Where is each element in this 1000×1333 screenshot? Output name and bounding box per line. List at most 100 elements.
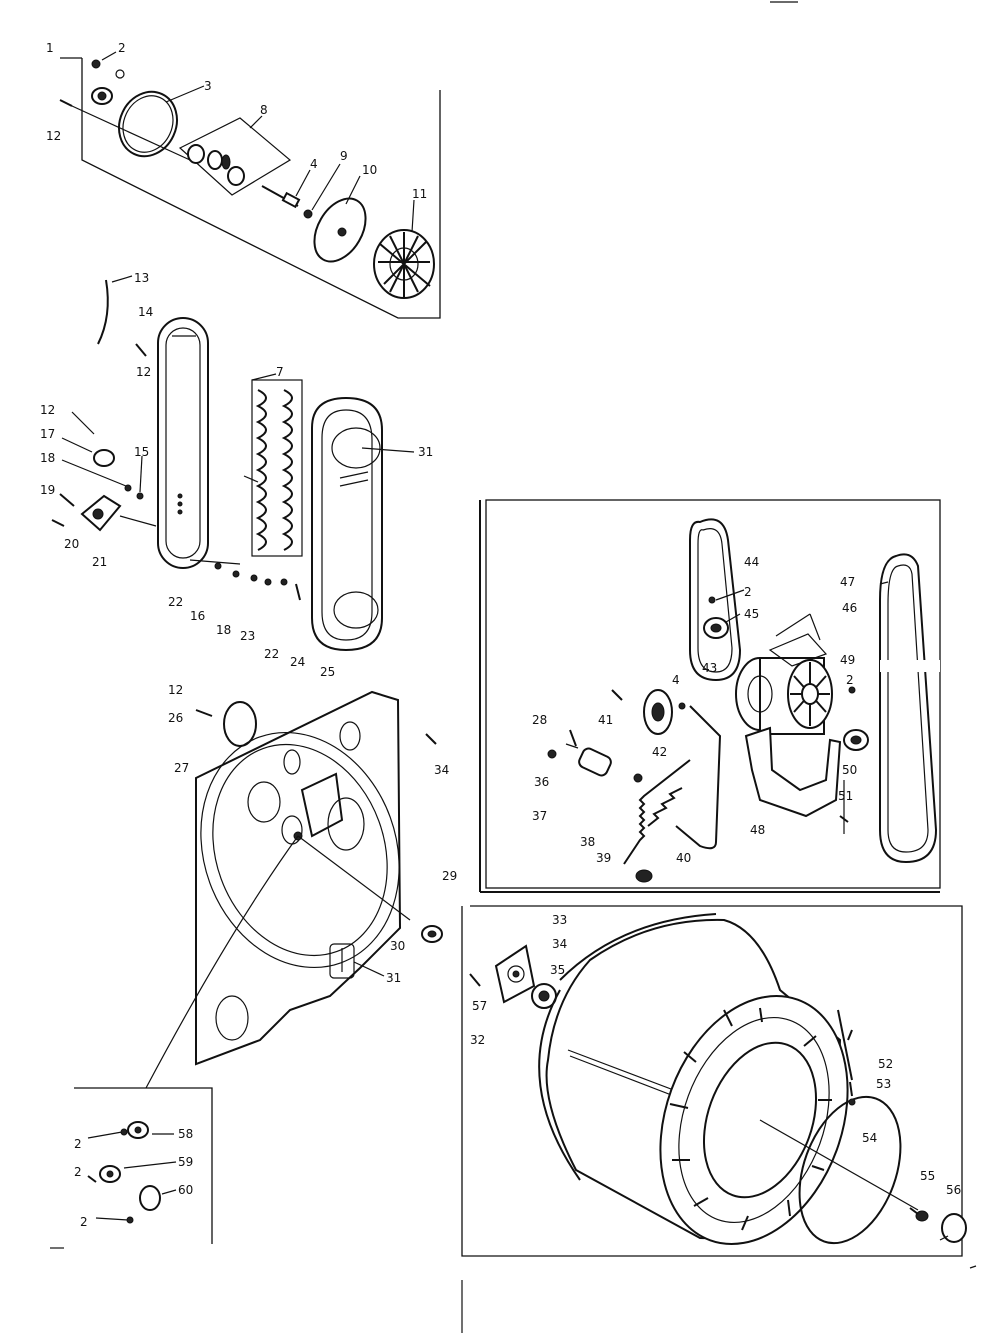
part-blower-disc-10: [313, 197, 367, 263]
part-screw-12: [59, 99, 191, 161]
callout-43: 43: [702, 661, 717, 675]
callout-12b: 12: [136, 365, 151, 379]
callout-40: 40: [676, 851, 691, 865]
part-idler-arm-43: [675, 705, 722, 850]
callout-11: 11: [412, 187, 427, 201]
part-bracket-37: [565, 743, 612, 777]
callout-24: 24: [290, 655, 305, 669]
blower-assembly: 1 2 3 12 8 4 9 10 11: [46, 41, 441, 319]
callout-17: 17: [40, 427, 55, 441]
part-drum: [538, 918, 919, 1245]
part-shaft-4: [261, 185, 301, 209]
part-wire-13: [97, 279, 109, 345]
callout-44: 44: [744, 555, 759, 569]
part-thermostat-59: [87, 1165, 121, 1183]
callout-34a: 34: [434, 763, 449, 777]
callout-10: 10: [362, 163, 377, 177]
callout-37: 37: [532, 809, 547, 823]
callout-56: 56: [946, 1183, 961, 1197]
callout-29: 29: [442, 869, 457, 883]
callout-46: 46: [842, 601, 857, 615]
callout-21: 21: [92, 555, 107, 569]
callout-25: 25: [320, 665, 335, 679]
callout-2d: 2: [74, 1137, 82, 1151]
callout-23: 23: [240, 629, 255, 643]
heater-duct-assembly: 13 14 12 12 17 18 15 19 20 21 7 31 22 16…: [40, 271, 433, 679]
callout-59: 59: [178, 1155, 193, 1169]
callout-22b: 22: [264, 647, 279, 661]
part-grommet-17: [93, 449, 115, 467]
part-belt-47: [879, 553, 938, 864]
callout-31b: 31: [386, 971, 401, 985]
callout-2b: 2: [744, 585, 752, 599]
callout-36: 36: [534, 775, 549, 789]
part-spring-39: [623, 759, 691, 865]
callout-39: 39: [596, 851, 611, 865]
part-bearing: [91, 87, 113, 105]
part-belt-44: [689, 518, 742, 682]
rear-bulkhead-assembly: 12 26 27 34 30 31: [145, 683, 449, 1089]
callout-7: 7: [276, 365, 284, 379]
part-glide-55: [909, 1207, 929, 1222]
callout-35: 35: [550, 963, 565, 977]
part-thermostat-21: [80, 494, 157, 532]
callout-57: 57: [472, 999, 487, 1013]
callout-19: 19: [40, 483, 55, 497]
callout-28: 28: [532, 713, 547, 727]
callout-4b: 4: [672, 673, 680, 687]
part-ring-3: [118, 90, 178, 158]
callout-33: 33: [552, 913, 567, 927]
callout-47: 47: [840, 575, 855, 589]
callout-18b: 18: [216, 623, 231, 637]
part-front-seal-54: [798, 1095, 902, 1245]
thermostat-inset: 2 58 2 59 2 60: [50, 1087, 213, 1249]
part-thermostat-58: [87, 1121, 149, 1139]
callout-1: 1: [46, 41, 54, 55]
part-screw-12b: [135, 343, 147, 357]
callout-16: 16: [190, 609, 205, 623]
callout-53: 53: [876, 1077, 891, 1091]
callout-4: 4: [310, 157, 318, 171]
part-motor-49: [735, 633, 833, 735]
callout-18: 18: [40, 451, 55, 465]
callout-58: 58: [178, 1127, 193, 1141]
part-bearing-bracket-33: [494, 944, 536, 1004]
callout-15: 15: [134, 445, 149, 459]
part-bulkhead-27: [195, 690, 402, 1066]
part-screw-2: [91, 51, 125, 79]
part-pulley-40: [635, 869, 653, 883]
callout-22: 22: [168, 595, 183, 609]
callout-49: 49: [840, 653, 855, 667]
callout-12d: 12: [168, 683, 183, 697]
callout-41: 41: [598, 713, 613, 727]
part-cover-26: [223, 701, 257, 747]
callout-52: 52: [878, 1057, 893, 1071]
callout-42: 42: [652, 745, 667, 759]
callout-60: 60: [178, 1183, 193, 1197]
part-heater-element-7: [243, 373, 303, 557]
callout-12: 12: [46, 129, 61, 143]
part-fuse-60: [95, 1185, 161, 1224]
callout-20: 20: [64, 537, 79, 551]
callout-9: 9: [340, 149, 348, 163]
callout-54: 54: [862, 1131, 877, 1145]
callout-13: 13: [134, 271, 149, 285]
callout-34: 34: [552, 937, 567, 951]
callout-45: 45: [744, 607, 759, 621]
callout-51: 51: [838, 789, 853, 803]
callout-48: 48: [750, 823, 765, 837]
callout-31: 31: [418, 445, 433, 459]
callout-14: 14: [138, 305, 153, 319]
part-idler-pulley-42: [643, 689, 673, 735]
callout-12c: 12: [40, 403, 55, 417]
callout-27: 27: [174, 761, 189, 775]
callout-38: 38: [580, 835, 595, 849]
callout-2f: 2: [80, 1215, 88, 1229]
part-cap-56: [941, 1213, 967, 1243]
part-motor-shaft-parts: [187, 144, 245, 186]
drum-assembly: 29 33 34 35 57 32 52 53 54 55 56: [442, 869, 967, 1333]
part-blower-wheel-11: [373, 229, 435, 299]
part-washer-9: [303, 209, 313, 219]
callout-8: 8: [260, 103, 268, 117]
